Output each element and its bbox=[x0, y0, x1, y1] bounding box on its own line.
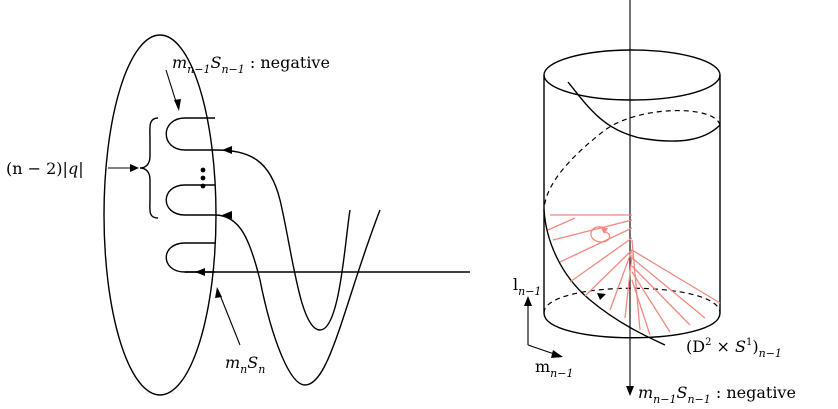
longitude-label: ln−1 bbox=[513, 275, 541, 298]
solid-torus-label: (D2 × S1)n−1 bbox=[686, 337, 782, 360]
cylinder-top bbox=[543, 49, 721, 101]
twist-count-label: (n − 2)|q| bbox=[6, 159, 84, 178]
bottom-label-arrowhead bbox=[215, 287, 222, 298]
cylinder-bottom-front bbox=[543, 312, 721, 339]
core-axis-arrowhead bbox=[626, 386, 634, 396]
top-label-arrowhead bbox=[174, 99, 181, 111]
longitude-axis-arrowhead bbox=[524, 296, 532, 306]
highlight-spokes bbox=[547, 214, 721, 336]
top-left-label: mn−1Sn−1 : negative bbox=[172, 53, 330, 76]
rotation-arrowhead bbox=[601, 228, 608, 234]
helix-arrowhead bbox=[597, 293, 606, 300]
cusp-hooks bbox=[165, 117, 215, 273]
helix-back bbox=[543, 110, 721, 211]
meridian-label: mn−1 bbox=[535, 357, 573, 380]
dot bbox=[200, 175, 206, 181]
knot-strands bbox=[185, 149, 470, 386]
left-figure bbox=[103, 34, 470, 396]
helix-front bbox=[543, 209, 666, 346]
rotation-icon bbox=[590, 226, 611, 243]
bottom-label-pointer bbox=[217, 289, 241, 346]
meridian-axis-arrowhead bbox=[551, 350, 563, 358]
strand-arrowheads bbox=[195, 146, 232, 276]
bottom-left-label: mnSn bbox=[225, 353, 265, 376]
dot bbox=[200, 183, 206, 189]
dot bbox=[200, 167, 206, 173]
right-figure bbox=[524, 0, 721, 396]
cylinder-bottom-back bbox=[543, 287, 721, 314]
bottom-right-label: mn−1Sn−1 : negative bbox=[638, 383, 796, 406]
twist-arrowhead bbox=[130, 164, 139, 172]
helix-top bbox=[567, 81, 721, 142]
twist-brace bbox=[139, 117, 159, 219]
